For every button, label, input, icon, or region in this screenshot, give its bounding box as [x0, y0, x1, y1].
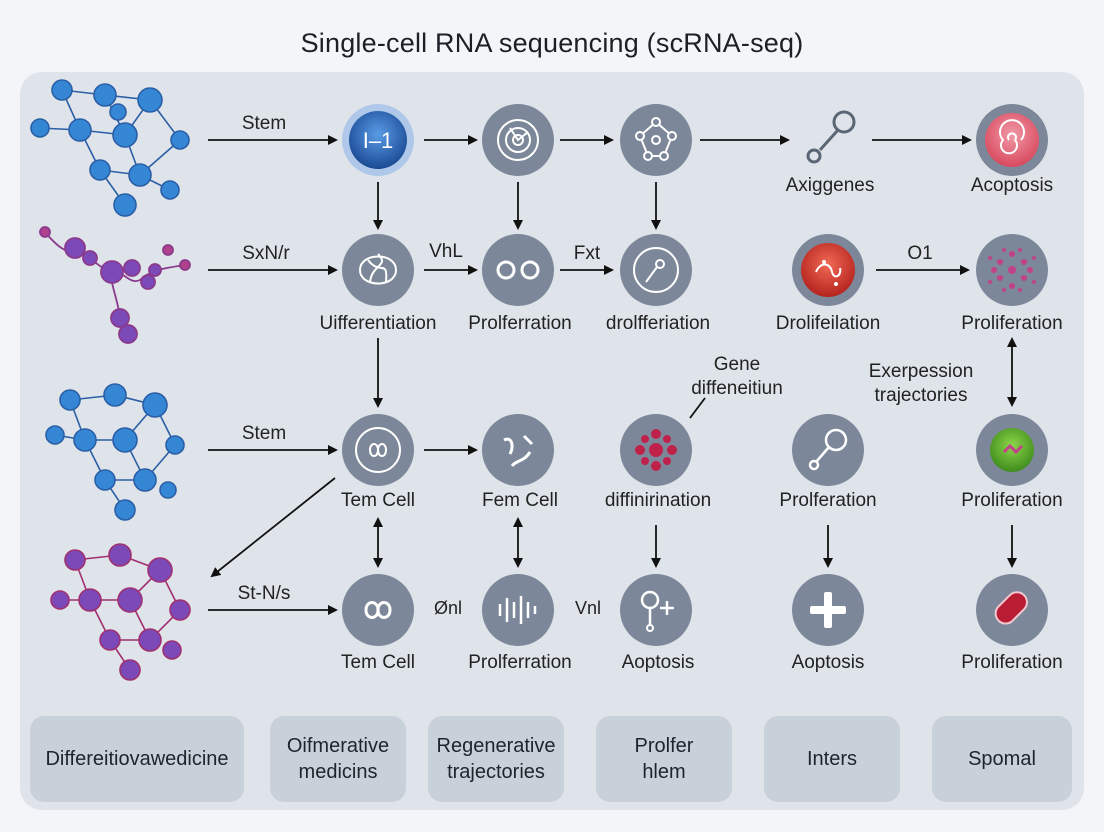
- row4-label-2: Prolferration: [468, 652, 572, 673]
- row2-label-3: drolfferiation: [605, 313, 711, 334]
- molecule-purple-1: [39, 226, 191, 344]
- node-curved-arrows: [482, 414, 554, 486]
- row4-mid-label-2: Vnl: [574, 598, 602, 618]
- row2-mid-label-2: Fxt: [573, 243, 601, 264]
- bottom-box-4-label: Prolfer hlem: [634, 735, 694, 783]
- node-plus: [792, 574, 864, 646]
- node-pin-dots: [792, 414, 864, 486]
- molecule-blue-1: [30, 79, 190, 217]
- flow-arrows: [208, 135, 1017, 615]
- row2-label-2: Prolferration: [468, 313, 572, 334]
- node-pink-dots: [976, 234, 1048, 306]
- molecule-purple-2: [50, 543, 191, 681]
- row4-label-3: Aoptosis: [621, 652, 695, 673]
- annotation-gene: Gene diffeneitiun: [691, 354, 783, 399]
- row2-label-5: Proliferation: [961, 313, 1063, 334]
- row2-label-1: Uifferentiation: [319, 313, 437, 334]
- node-female-plus: [620, 574, 692, 646]
- node-maze: [482, 104, 554, 176]
- node-network: [620, 104, 692, 176]
- row1-label-5: Acoptosis: [970, 175, 1054, 196]
- bottom-box-1-label: Differeitiovawedicine: [45, 748, 229, 770]
- bottom-box-2-label: Oifmerative medicins: [286, 735, 390, 783]
- node-blue-start: I–1: [342, 104, 414, 176]
- bottom-box-3: Regenerative trajectories: [428, 716, 564, 802]
- svg-text:I–1: I–1: [363, 128, 394, 153]
- row3-label-3: diffinirination: [604, 490, 712, 511]
- row4-mid-label-1: Ønl: [433, 598, 463, 618]
- row2-input-label: SxN/r: [242, 243, 290, 264]
- row3-input-label: Stem: [241, 423, 287, 444]
- bottom-box-3-label: Regenerative trajectories: [436, 735, 556, 783]
- bottom-box-6-label: Spomal: [968, 748, 1036, 770]
- row1-label-4: Axiggenes: [785, 175, 875, 196]
- node-pin: [620, 234, 692, 306]
- node-infinity-ring: [342, 414, 414, 486]
- row3-label-1: Tem Cell: [341, 490, 415, 511]
- row2-label-4: Drolifeilation: [775, 313, 881, 334]
- row3-label-4: Prolferation: [779, 490, 877, 511]
- row4-label-1: Tem Cell: [341, 652, 415, 673]
- bottom-box-1: Differeitiovawedicine: [30, 716, 244, 802]
- row3-label-2: Fem Cell: [481, 490, 559, 511]
- node-red-capsule: [976, 574, 1048, 646]
- row4-input-label: St-N/s: [237, 583, 291, 604]
- node-red-flower: [620, 414, 692, 486]
- row1-input-label: Stem: [241, 113, 287, 134]
- node-green-cell: [976, 414, 1048, 486]
- row2-mid-label-3: O1: [907, 243, 933, 264]
- bottom-box-5: Inters: [764, 716, 900, 802]
- molecule-blue-2: [45, 383, 185, 521]
- node-knot: [342, 234, 414, 306]
- row4-label-5: Proliferation: [961, 652, 1063, 673]
- bottom-box-4: Prolfer hlem: [596, 716, 732, 802]
- annotation-expression: Exerpession trajectories: [868, 361, 974, 406]
- row2-mid-label-1: VhL: [429, 241, 463, 262]
- node-red-cell: [792, 234, 864, 306]
- node-double-circle: [482, 234, 554, 306]
- node-infinity: [342, 574, 414, 646]
- row4-label-4: Aoptosis: [791, 652, 865, 673]
- node-key-icon: [806, 110, 856, 164]
- bottom-box-5-label: Inters: [806, 748, 858, 770]
- row3-label-5: Proliferation: [961, 490, 1063, 511]
- diagram-title: Single-cell RNA sequencing (scRNA-seq): [300, 28, 804, 58]
- node-waveform: [482, 574, 554, 646]
- bottom-box-6: Spomal: [932, 716, 1072, 802]
- bottom-box-2: Oifmerative medicins: [270, 716, 406, 802]
- node-pink-spiral: [976, 104, 1048, 176]
